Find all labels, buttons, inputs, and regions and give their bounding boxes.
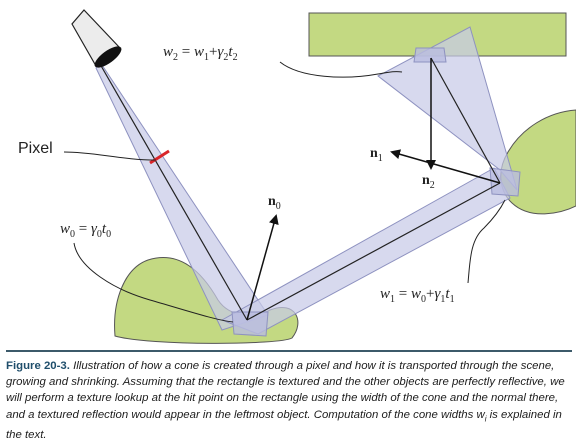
pixel-marker	[149, 149, 170, 165]
cones	[95, 26, 518, 335]
normal-n1-arrow	[390, 149, 501, 184]
pixel-label: Pixel	[18, 140, 53, 157]
hit-markers	[231, 47, 521, 337]
right-reflective-object	[500, 109, 576, 215]
figure-caption: Figure 20-3. Illustration of how a cone …	[6, 358, 572, 443]
cone-1	[220, 167, 511, 335]
w2-equation: w2 = w1+γ2t2	[163, 44, 238, 63]
camera-icon	[71, 9, 122, 68]
caption-label: Figure 20-3.	[6, 360, 70, 372]
w1-equation: w1 = w0+γ1t1	[380, 286, 455, 305]
n0-label: n0	[268, 194, 281, 212]
caption-rule	[6, 350, 572, 352]
caption-text: Illustration of how a cone is created th…	[6, 360, 565, 442]
n2-label: n2	[422, 173, 435, 191]
cone-tracing-diagram: w2 = w1+γ2t2 w1 = w0+γ1t1 w0 = γ0t0 Pixe…	[18, 9, 576, 344]
w0-equation: w0 = γ0t0	[60, 221, 111, 240]
leader-lines	[63, 61, 506, 323]
normal-n0-arrow	[246, 214, 279, 321]
n1-label: n1	[370, 146, 383, 164]
central-rays	[99, 57, 501, 321]
